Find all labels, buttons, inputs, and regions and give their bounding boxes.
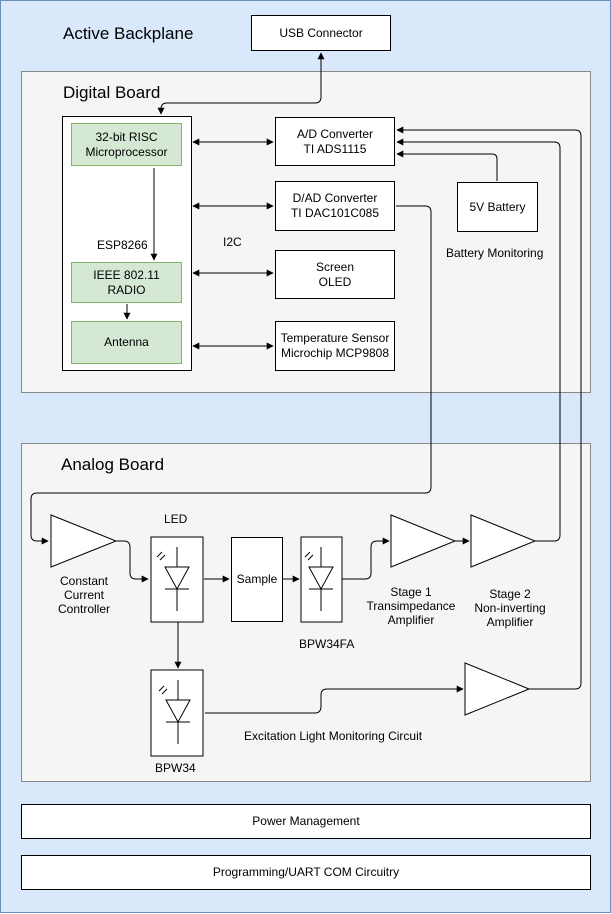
stage1-line1: Stage 1 — [390, 585, 432, 599]
bpw34-symbol — [150, 669, 204, 757]
stage1-line2: Transimpedance — [366, 599, 456, 613]
adc-line2: TI ADS1115 — [303, 141, 367, 156]
bpw34-monitor-link — [205, 685, 464, 714]
battery-monitoring-label: Battery Monitoring — [446, 246, 544, 260]
screen-line2: OLED — [318, 274, 352, 289]
radio-line1: IEEE 802.11 — [93, 267, 160, 282]
analog-board-title: Analog Board — [61, 455, 165, 474]
cpu-line2: Microprocessor — [85, 144, 168, 159]
battery-adc-link — [396, 150, 498, 181]
stage2-label: Stage 2 Non-inverting Amplifier — [460, 587, 560, 629]
ccc-led-link — [116, 540, 149, 583]
cpu-line1: 32-bit RISC — [95, 129, 158, 144]
stage1-amplifier — [390, 514, 457, 568]
esp8266-label: ESP8266 — [97, 238, 148, 252]
temp-line1: Temperature Sensor — [280, 331, 390, 345]
radio-line2: RADIO — [107, 282, 146, 297]
stage2-line3: Amplifier — [486, 615, 534, 629]
led-label: LED — [164, 512, 188, 526]
dac-ccc-link — [30, 205, 432, 545]
antenna-box: Antenna — [71, 321, 182, 364]
monitor-amplifier — [464, 662, 531, 716]
ccc-line1: Constant — [59, 574, 109, 588]
stage2-amplifier — [470, 514, 537, 568]
backplane-title: Active Backplane — [63, 24, 194, 43]
monitor-adc-link — [396, 126, 582, 690]
battery-box: 5V Battery — [457, 182, 538, 232]
power-management-box: Power Management — [21, 804, 591, 839]
stage2-adc-link — [396, 138, 561, 542]
led-symbol — [150, 536, 204, 623]
bpw34fa-label: BPW34FA — [299, 637, 355, 651]
digital-board-title: Digital Board — [63, 83, 161, 102]
usb-connector-box: USB Connector — [251, 15, 391, 51]
usb-link — [157, 52, 325, 115]
ccc-line3: Controller — [57, 602, 111, 616]
stage1-line3: Amplifier — [387, 613, 435, 627]
i2c-label: I2C — [223, 235, 242, 249]
ccc-amplifier — [50, 514, 118, 568]
stage2-line2: Non-inverting — [474, 601, 546, 615]
dac-line1: D/AD Converter — [292, 191, 378, 205]
stage2-line1: Stage 2 — [489, 587, 531, 601]
adc-line1: A/D Converter — [296, 126, 374, 141]
screen-line1: Screen — [315, 259, 355, 274]
ccc-label: Constant Current Controller — [46, 574, 122, 616]
bpw34-label: BPW34 — [155, 761, 196, 775]
dac-line2: TI DAC101C085 — [290, 206, 380, 220]
excitation-label: Excitation Light Monitoring Circuit — [244, 729, 423, 743]
temp-line2: Microchip MCP9808 — [280, 346, 390, 360]
ccc-line2: Current — [63, 588, 104, 602]
bpw34fa-stage1-link — [342, 537, 390, 580]
sample-box: Sample — [231, 537, 283, 622]
programming-box: Programming/UART COM Circuitry — [21, 855, 591, 890]
stage1-label: Stage 1 Transimpedance Amplifier — [361, 585, 461, 627]
bpw34fa-symbol — [300, 536, 343, 623]
